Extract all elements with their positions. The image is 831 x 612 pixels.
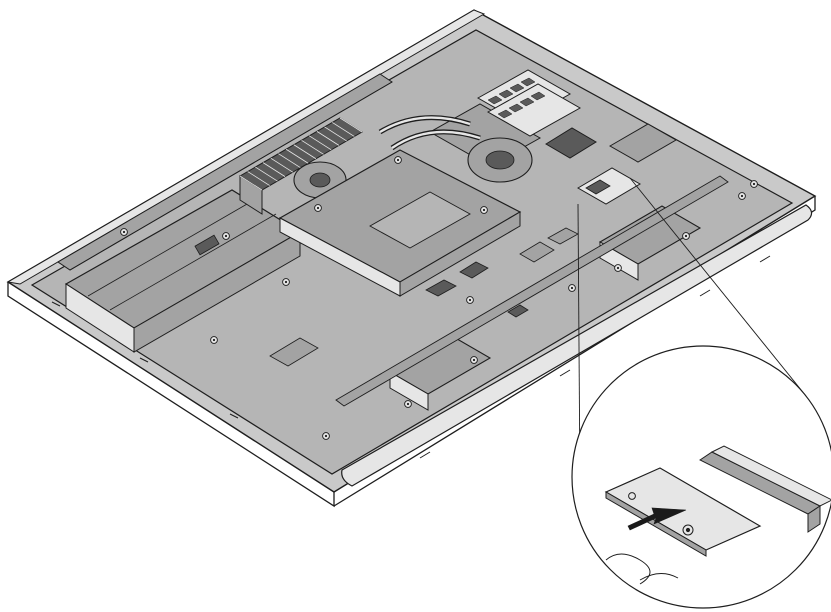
- label-plate: [269, 337, 319, 367]
- memory-modules: [476, 69, 582, 137]
- memory-chip: [519, 97, 535, 107]
- heatsink-fin-line: [278, 153, 301, 169]
- card-mount-hole: [628, 492, 636, 500]
- wifi-card: [577, 167, 641, 205]
- memory-chip: [520, 77, 536, 87]
- screw-center: [224, 234, 228, 238]
- memory-chip: [530, 91, 546, 101]
- screw-center: [468, 298, 472, 302]
- motherboard-shield: [278, 149, 522, 297]
- screw-center: [684, 234, 688, 238]
- memory-chip: [509, 83, 525, 93]
- screw-center: [324, 434, 328, 438]
- screw-center: [406, 402, 410, 406]
- chassis-screws: [120, 156, 758, 440]
- screw-center: [616, 266, 620, 270]
- screw-center: [740, 194, 744, 198]
- rear-rail: [335, 175, 729, 407]
- screw-center: [212, 338, 216, 342]
- chassis-rim-top: [6, 9, 486, 285]
- callout-magnified-view: [571, 345, 831, 609]
- left-rail-shadow: [69, 81, 393, 271]
- screw-center: [570, 286, 574, 290]
- internal-components: [57, 69, 729, 411]
- screw-center: [284, 280, 288, 284]
- screw-center: [316, 206, 320, 210]
- removal-arrow-icon: [627, 507, 687, 531]
- heatsink-fin-line: [285, 148, 309, 164]
- io-connectors: [425, 227, 579, 318]
- wifi-card-magnified: [604, 467, 762, 557]
- heatsink-fin-line: [270, 157, 293, 173]
- heatsink-fin-line: [255, 166, 278, 182]
- screw-center: [752, 182, 756, 186]
- memory-chips: [487, 77, 546, 119]
- cpu-cooler: [378, 103, 542, 183]
- heatsink-fin-line: [293, 144, 317, 160]
- screw-center: [472, 358, 476, 362]
- optical-drive: [64, 189, 302, 353]
- memory-chip: [508, 103, 524, 113]
- screw-center: [482, 208, 486, 212]
- heatsink-fin-line: [301, 139, 324, 155]
- chipset-heatsink: [545, 127, 597, 159]
- wifi-slot-housing: [699, 445, 831, 533]
- heatsink-fin-line: [247, 171, 270, 186]
- front-handle-bar: [341, 204, 813, 487]
- frame-edge-left: [7, 282, 335, 508]
- heatsink-fin-line: [262, 162, 286, 177]
- heatsink-fin-line: [316, 131, 340, 146]
- memory-chip: [497, 109, 513, 119]
- screw-center: [122, 230, 126, 234]
- frame-notches: [51, 255, 771, 459]
- frame-edge-right: [333, 196, 816, 507]
- heatsink-fin-line: [239, 175, 263, 191]
- memory-chip: [498, 89, 514, 99]
- heatsink-fin-lines: [239, 117, 363, 191]
- screw-center: [396, 158, 400, 162]
- heatsink-fin-line: [332, 122, 355, 137]
- callout-tray-edge: [605, 553, 679, 585]
- heatsink-fin-line: [309, 135, 332, 151]
- memory-chip: [487, 95, 503, 105]
- wifi-connector-slot: [608, 123, 678, 163]
- heatsink-fin-line: [339, 117, 363, 133]
- heatsink-fin-line: [324, 126, 347, 142]
